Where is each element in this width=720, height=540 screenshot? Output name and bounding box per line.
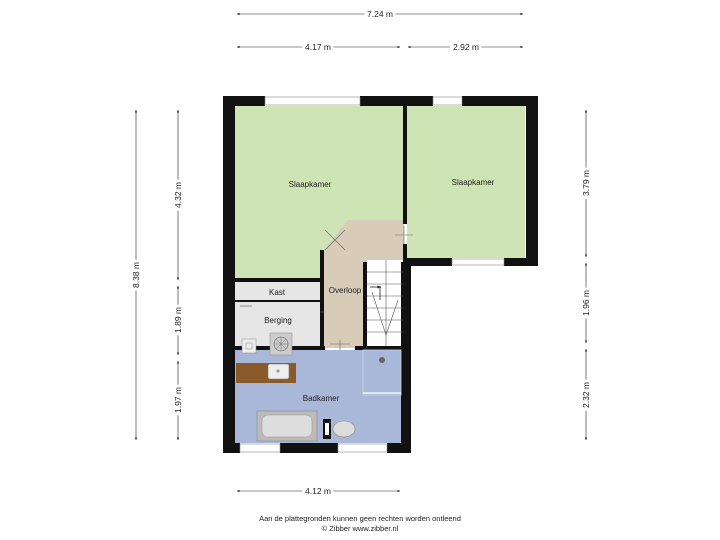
room-label-storage: Berging (264, 316, 292, 325)
dim-top-total: 7.24 m (367, 9, 393, 19)
dim-right-upper: 3.79 m (581, 170, 591, 196)
shower-enclosure (362, 349, 402, 396)
dim-right-middle: 1.96 m (581, 290, 591, 316)
door-swings (320, 226, 413, 350)
toilet-cistern-inner (325, 423, 329, 435)
bedroom-right-floor (407, 106, 525, 258)
room-label-bedroom-right: Slaapkamer (452, 178, 495, 187)
dim-left-upper: 4.32 m (173, 182, 183, 208)
dim-right-lower: 2.32 m (581, 382, 591, 408)
sink-drain (276, 369, 280, 373)
room-label-bedroom-left: Slaapkamer (289, 180, 332, 189)
room-label-bathroom: Badkamer (303, 394, 340, 403)
room-label-closet: Kast (269, 288, 286, 297)
dimension-lines (134, 12, 588, 493)
dim-top-left: 4.17 m (305, 42, 331, 52)
shower-drain-icon (379, 357, 385, 363)
stair-direction-arrow (370, 285, 382, 300)
footer-disclaimer: Aan de plattegronden kunnen geen rechten… (259, 514, 461, 523)
boiler (241, 338, 257, 354)
closet-floor (235, 282, 320, 300)
dim-bottom: 4.12 m (305, 486, 331, 496)
dim-top-right: 2.92 m (453, 42, 479, 52)
stairs-area (367, 260, 404, 346)
windows (239, 96, 505, 453)
dim-left-lower: 1.97 m (173, 387, 183, 413)
dim-left-middle: 1.89 m (173, 307, 183, 333)
washing-machine (269, 332, 293, 356)
room-label-landing: Overloop (329, 286, 362, 295)
footer-credit: © Zibber www.zibber.nl (321, 524, 399, 533)
bathtub (256, 410, 318, 442)
toilet-bowl (332, 420, 356, 438)
dim-left-total: 8.38 m (131, 262, 141, 288)
stairs (367, 260, 404, 346)
